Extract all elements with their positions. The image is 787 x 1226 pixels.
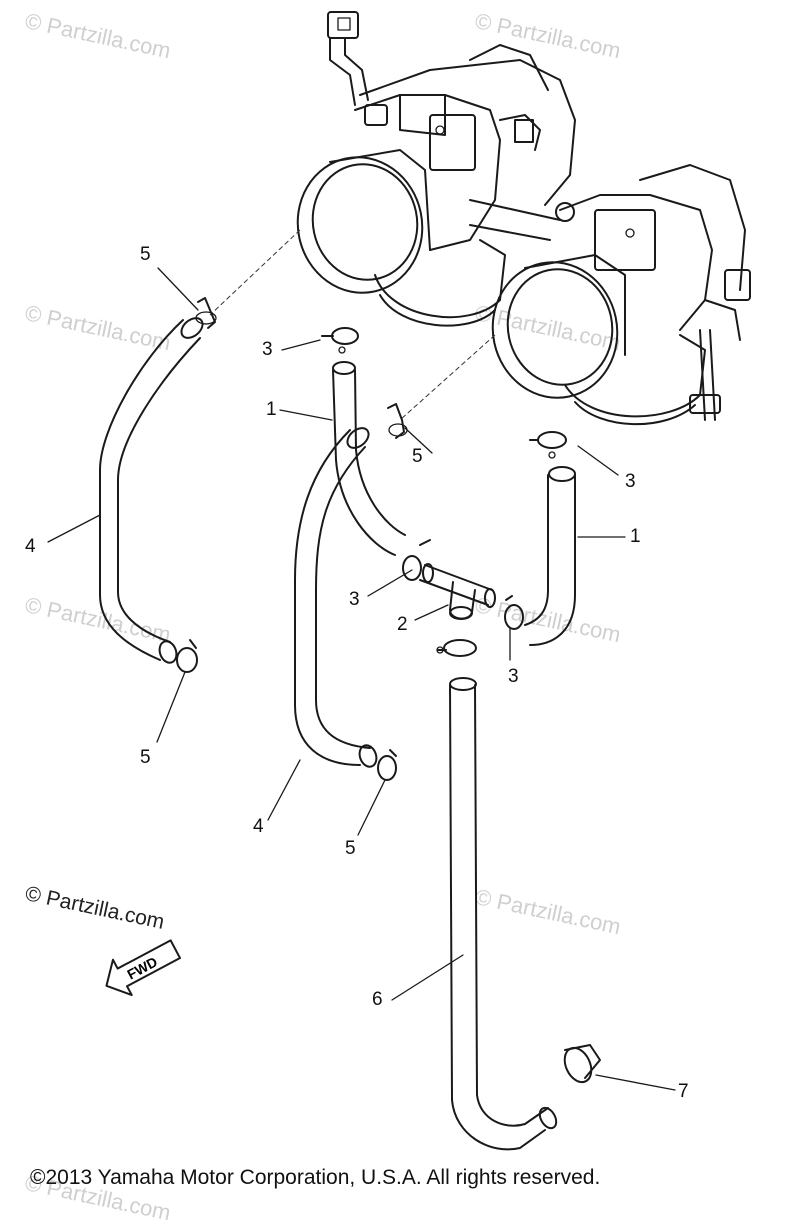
callout-5: 5 <box>345 838 356 859</box>
leader-line <box>209 229 301 316</box>
hose-4-left <box>99 297 217 673</box>
callout-5: 5 <box>140 244 151 265</box>
hose-1-center <box>321 327 431 581</box>
tee-joint-2 <box>419 563 496 620</box>
hose-4-center <box>294 403 408 781</box>
carburetor-assembly <box>296 11 751 426</box>
callout-3: 3 <box>625 471 636 492</box>
callout-3: 3 <box>262 339 273 360</box>
callout-1: 1 <box>630 526 641 547</box>
leader-line <box>399 334 496 421</box>
hose-6 <box>436 639 601 1151</box>
callout-leaders <box>47 267 676 1091</box>
callout-7: 7 <box>678 1081 689 1102</box>
callout-5: 5 <box>140 747 151 768</box>
callout-5: 5 <box>412 446 423 467</box>
callout-6: 6 <box>372 989 383 1010</box>
hose-1-right <box>504 431 576 646</box>
copyright-notice: ©2013 Yamaha Motor Corporation, U.S.A. A… <box>30 1166 601 1189</box>
fwd-arrow-icon: FWD <box>105 939 182 997</box>
callout-2: 2 <box>397 614 408 635</box>
parts-diagram: FWD <box>47 11 751 1151</box>
callout-1: 1 <box>266 399 277 420</box>
callout-3: 3 <box>349 589 360 610</box>
callout-4: 4 <box>25 536 36 557</box>
callout-3: 3 <box>508 666 519 687</box>
callout-4: 4 <box>253 816 264 837</box>
